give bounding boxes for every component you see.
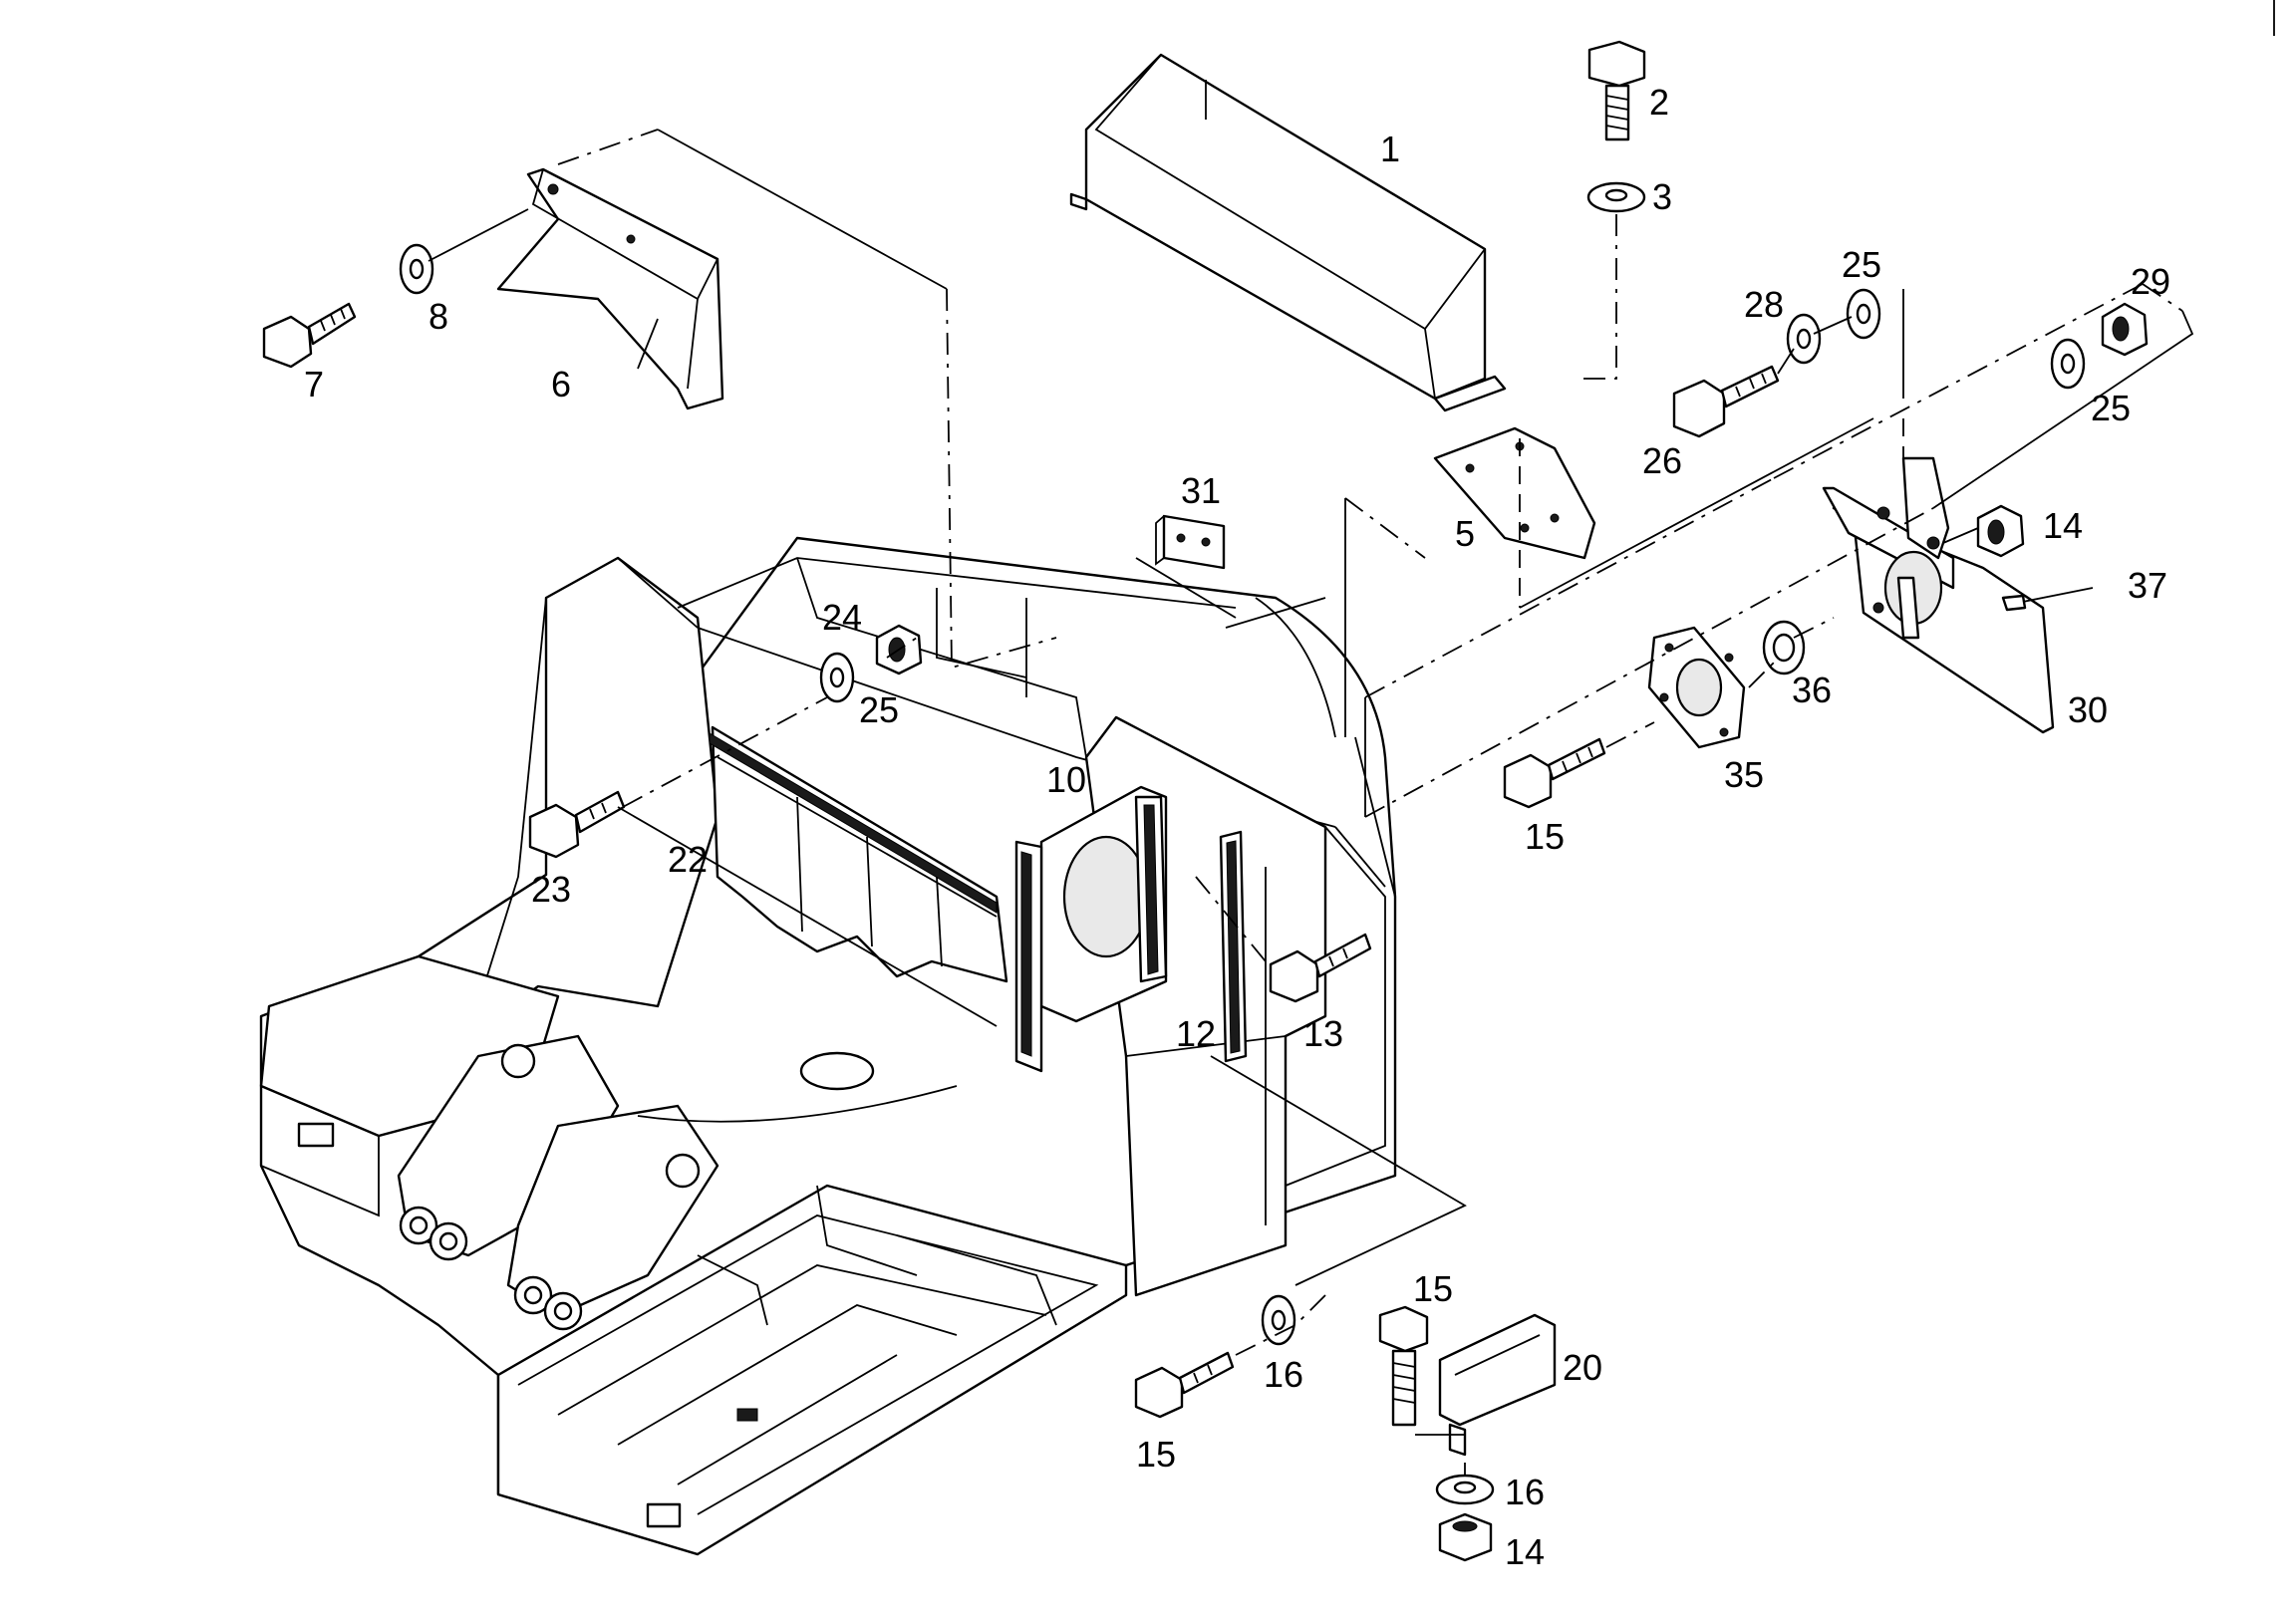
callout-36: 36 [1792, 670, 1832, 710]
part-10-bracket [1014, 785, 1168, 1073]
callout-14-bottom: 14 [1505, 1531, 1545, 1572]
hex-bolt-icon [262, 40, 1780, 1427]
part-6-guard [496, 167, 724, 410]
callout-24: 24 [822, 597, 862, 638]
callout-labels: 1 2 3 5 6 7 8 10 12 13 14 14 15 15 15 16… [304, 82, 2170, 1572]
callout-10: 10 [1046, 759, 1086, 800]
callout-13: 13 [1303, 1013, 1343, 1054]
callout-31: 31 [1181, 470, 1221, 511]
callout-15-upper: 15 [1525, 816, 1565, 857]
callout-29: 29 [2131, 261, 2170, 302]
callout-25-top: 25 [1842, 244, 1881, 285]
part-31-plate [1135, 514, 1237, 619]
callout-20: 20 [1563, 1347, 1602, 1388]
callout-28: 28 [1744, 284, 1784, 325]
part-12-strip [1219, 830, 1248, 1063]
callout-8: 8 [429, 296, 448, 337]
washer-icon [399, 181, 2086, 1505]
callout-15-vertical: 15 [1413, 1268, 1453, 1309]
callout-5: 5 [1455, 513, 1475, 554]
callout-37: 37 [2128, 565, 2167, 606]
callout-14-right: 14 [2043, 505, 2083, 546]
part-22-panel [709, 725, 1008, 983]
callout-12: 12 [1176, 1013, 1216, 1054]
callout-1: 1 [1380, 129, 1400, 169]
hex-nut-icon [875, 302, 2149, 1562]
callout-26: 26 [1642, 440, 1682, 481]
callout-3: 3 [1652, 176, 1672, 217]
main-frame [259, 536, 1397, 1556]
callout-7: 7 [304, 364, 324, 404]
callout-16-low: 16 [1505, 1472, 1545, 1512]
callout-30: 30 [2068, 689, 2108, 730]
callout-2: 2 [1649, 82, 1669, 123]
callout-25-right: 25 [2091, 388, 2131, 428]
callout-22: 22 [668, 839, 708, 880]
part-20-clip [1438, 1313, 1557, 1457]
part-35-flange [1647, 626, 1746, 749]
callout-23: 23 [531, 869, 571, 910]
callout-16-mid: 16 [1264, 1354, 1303, 1395]
callout-6: 6 [551, 364, 571, 404]
callout-25-mid: 25 [859, 689, 899, 730]
callout-35: 35 [1724, 754, 1764, 795]
part-1-cover [1069, 53, 1507, 412]
callout-15-lower: 15 [1136, 1434, 1176, 1475]
part-30-bracket-plate [1822, 456, 2055, 734]
assembly-lines [428, 129, 2194, 1475]
